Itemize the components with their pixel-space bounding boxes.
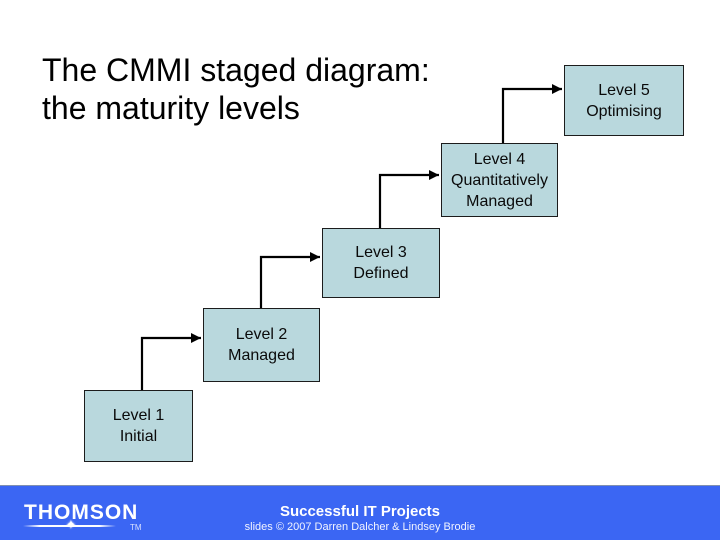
level-3-desc: Defined bbox=[353, 265, 409, 282]
level-4-desc: Quantitatively Managed bbox=[451, 171, 548, 210]
level-1-desc: Initial bbox=[119, 428, 158, 445]
level-3-box: Level 3 Defined bbox=[322, 228, 440, 298]
level-4-name: Level 4 bbox=[473, 150, 526, 168]
credits-line: slides © 2007 Darren Dalcher & Lindsey B… bbox=[244, 521, 476, 533]
slide-title-line2: the maturity levels bbox=[42, 90, 300, 127]
level-2-box: Level 2 Managed bbox=[203, 308, 320, 382]
level-1-box: Level 1 Initial bbox=[84, 390, 193, 462]
footer-bar: Successful IT Projects slides © 2007 Dar… bbox=[0, 485, 720, 540]
course-title: Successful IT Projects bbox=[279, 503, 441, 520]
level-3-name: Level 3 bbox=[355, 244, 407, 261]
thomson-logo: THOMSON ✦ TM bbox=[23, 501, 154, 532]
level-4-box: Level 4 Quantitatively Managed bbox=[441, 143, 558, 217]
level-5-box: Level 5 Optimising bbox=[564, 65, 684, 136]
thomson-wordmark: THOMSON bbox=[24, 501, 139, 524]
level-5-desc: Optimising bbox=[586, 102, 662, 120]
level-2-desc: Managed bbox=[228, 347, 295, 364]
connector-level1-level2 bbox=[140, 333, 201, 390]
level-5-name: Level 5 bbox=[598, 81, 650, 99]
connector-level4-level5 bbox=[501, 84, 562, 144]
slide-title-line1: The CMMI staged diagram: bbox=[42, 52, 430, 89]
level-1-name: Level 1 bbox=[112, 407, 165, 424]
level-2-name: Level 2 bbox=[235, 326, 288, 343]
slide-title: The CMMI staged diagram: the maturity le… bbox=[42, 51, 430, 127]
connector-level2-level3 bbox=[259, 252, 320, 309]
star-icon: ✦ bbox=[65, 517, 77, 532]
trademark-symbol: TM bbox=[130, 523, 142, 532]
thomson-logo-line: ✦ bbox=[23, 518, 116, 531]
connector-level3-level4 bbox=[378, 170, 439, 229]
footer-text-block: Successful IT Projects slides © 2007 Dar… bbox=[0, 486, 720, 534]
